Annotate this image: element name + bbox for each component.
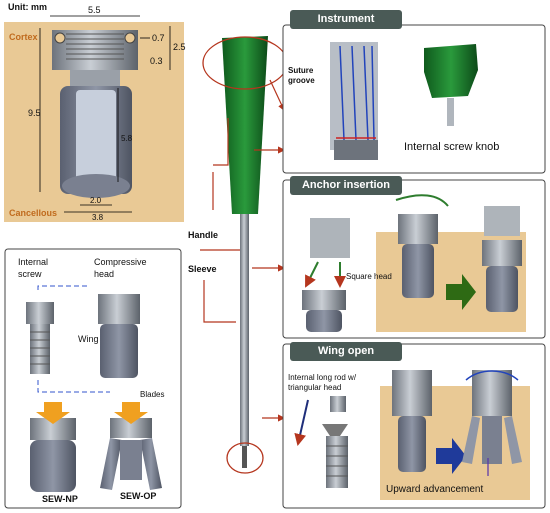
wing-open-title: Wing open: [290, 342, 402, 361]
wing-arrow: [436, 438, 466, 474]
long-rod-drawing: [326, 436, 348, 488]
dimension-panel: [4, 15, 184, 222]
screw-knob-drawing: [424, 44, 478, 98]
compressive-head-label: Compressive head: [94, 257, 147, 279]
dim-top-thread: 0.7: [152, 33, 165, 43]
cancellous-label: Cancellous: [9, 208, 58, 218]
upward-advancement-label: Upward advancement: [386, 484, 484, 495]
compressive-head-drawing: [98, 294, 140, 324]
insertion-panel: [282, 179, 546, 339]
dim-inner-width: 2.0: [90, 196, 102, 205]
dim-pitch: 0.3: [150, 56, 163, 66]
blades-label: Blades: [140, 390, 165, 399]
internal-screw-label: Internal screw: [18, 257, 49, 279]
insertion-anchor-drawing: [302, 290, 346, 310]
dim-total-height: 9.5: [28, 108, 41, 118]
handle-drawing: [222, 36, 268, 214]
handle-label: Handle: [188, 230, 219, 240]
dim-top-width: 5.5: [88, 5, 101, 15]
sew-np-label: SEW-NP: [42, 494, 78, 504]
screw-knob-label: Internal screw knob: [404, 141, 500, 153]
wing-open-panel: [282, 343, 546, 509]
sleeve-label: Sleeve: [188, 264, 217, 274]
insertion-title: Anchor insertion: [290, 176, 402, 195]
dim-bottom-width: 3.8: [92, 213, 104, 222]
dim-head-height: 2.5: [173, 42, 186, 52]
wing-label: Wing: [78, 334, 99, 344]
sew-op-drawing: [110, 418, 152, 438]
dim-blade-length: 5.8: [121, 134, 133, 143]
suture-groove-label: Suture groove: [288, 66, 315, 85]
cortex-label: Cortex: [9, 32, 38, 42]
parts-panel: [4, 248, 182, 509]
instrument-title: Instrument: [290, 10, 402, 29]
internal-screw-drawing: [26, 302, 54, 324]
sew-np-drawing: [30, 418, 76, 440]
center-instrument: [200, 36, 288, 474]
sew-op-label: SEW-OP: [120, 491, 157, 501]
long-rod-label: Internal long rod w/ triangular head: [288, 373, 357, 392]
sleeve-drawing: [240, 214, 249, 446]
square-head-label: Square head: [346, 272, 392, 281]
instrument-panel: [282, 24, 546, 174]
unit-label: Unit: mm: [8, 2, 47, 12]
insertion-arrow: [446, 274, 476, 310]
anchor-head-drawing: [52, 30, 138, 70]
